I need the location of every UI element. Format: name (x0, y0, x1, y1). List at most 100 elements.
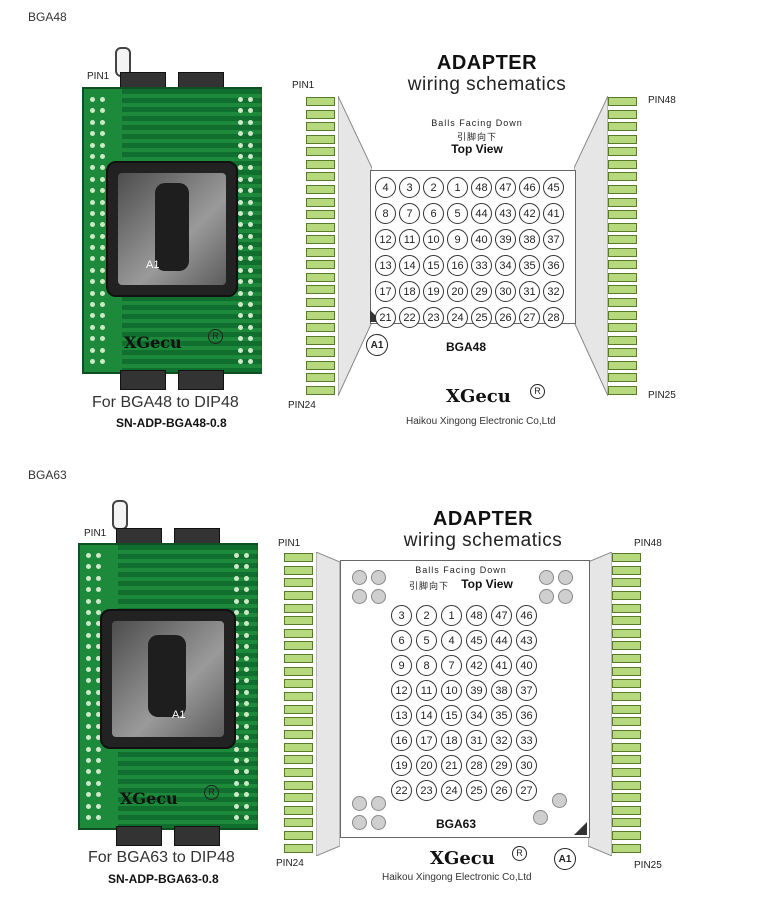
schematic-title: ADAPTER (436, 52, 538, 74)
ball-pin: 47 (495, 177, 516, 198)
ball-pin: 41 (543, 203, 564, 224)
ball-pin: 23 (423, 307, 444, 328)
package-name: BGA63 (436, 817, 477, 831)
ball-pin: 38 (491, 680, 512, 701)
ball-pin: 12 (375, 229, 396, 250)
ball-pin: 40 (471, 229, 492, 250)
ball-pin: 18 (441, 730, 462, 751)
dip-pins-left (306, 97, 335, 395)
board-registered-mark: R (208, 329, 223, 344)
ball-pin: 32 (491, 730, 512, 751)
ball-pin: 13 (391, 705, 412, 726)
ball-pin: 22 (399, 307, 420, 328)
ball-pin: 35 (519, 255, 540, 276)
ball-pin: 30 (495, 281, 516, 302)
ball-pin: 27 (519, 307, 540, 328)
pin25-label: PIN25 (648, 390, 676, 401)
board-a1-label: A1 (172, 709, 186, 721)
ball-pin: 43 (516, 630, 537, 651)
brand-logo: XGecu (446, 386, 511, 407)
ball-pin: 48 (466, 605, 487, 626)
ball-pin: 29 (471, 281, 492, 302)
board-a1-label: A1 (146, 259, 160, 271)
ball-pin: 5 (447, 203, 468, 224)
ball-pin: 17 (416, 730, 437, 751)
ball-pin: 13 (375, 255, 396, 276)
ball-pin: 28 (466, 755, 487, 776)
adapter-model: SN-ADP-BGA48-0.8 (116, 416, 227, 430)
ball-pin: 33 (471, 255, 492, 276)
ball-pin: 31 (519, 281, 540, 302)
ball-pin: 1 (447, 177, 468, 198)
ball-pin: 37 (516, 680, 537, 701)
schematic-subtitle: wiring schematics (407, 74, 567, 95)
pin48-label: PIN48 (648, 95, 676, 106)
registered-mark: R (530, 384, 545, 399)
schematic-title: ADAPTER (432, 508, 534, 530)
board-brand-logo: XGecu (124, 333, 182, 352)
ball-pin: 26 (491, 780, 512, 801)
ball-pin: 38 (519, 229, 540, 250)
ball-pin: 21 (441, 755, 462, 776)
dip-pins-left (284, 553, 313, 853)
ball-pin: 46 (519, 177, 540, 198)
ball-pin: 3 (391, 605, 412, 626)
ball-pin: 48 (471, 177, 492, 198)
pin48-label: PIN48 (634, 538, 662, 549)
package-name: BGA48 (446, 340, 487, 354)
right-fan-out (574, 96, 608, 396)
ball-pin: 32 (543, 281, 564, 302)
left-fan-out (316, 552, 340, 856)
pin24-label: PIN24 (276, 858, 304, 869)
balls-facing-note: Balls Facing Down (415, 565, 507, 575)
header-bottom-left (120, 370, 166, 390)
ball-pin: 4 (375, 177, 396, 198)
pin25-label: PIN25 (634, 860, 662, 871)
ball-pin: 47 (491, 605, 512, 626)
registered-mark: R (512, 846, 527, 861)
ball-pin: 1 (441, 605, 462, 626)
ball-pin: 33 (516, 730, 537, 751)
adapter-caption: For BGA63 to DIP48 (88, 849, 235, 866)
ball-pin: 26 (495, 307, 516, 328)
ball-pin: 25 (466, 780, 487, 801)
pin24-label: PIN24 (288, 400, 316, 411)
adapter-model: SN-ADP-BGA63-0.8 (108, 872, 219, 886)
section-label: BGA48 (28, 10, 67, 24)
ball-pin: 4 (441, 630, 462, 651)
ball-pin: 18 (399, 281, 420, 302)
ball-pin: 44 (471, 203, 492, 224)
ball-pin: 22 (391, 780, 412, 801)
company-name: Haikou Xingong Electronic Co,Ltd (382, 872, 532, 883)
a1-indicator: A1 (366, 334, 388, 356)
ball-pin: 34 (495, 255, 516, 276)
ball-pin: 37 (543, 229, 564, 250)
top-view-label: Top View (451, 142, 503, 156)
ball-pin: 7 (441, 655, 462, 676)
ball-pin: 9 (447, 229, 468, 250)
adapter-board: A1 XGecu R (78, 543, 258, 830)
header-bottom-left (116, 826, 162, 846)
ball-pin: 45 (466, 630, 487, 651)
adapter-caption: For BGA48 to DIP48 (92, 394, 239, 411)
dip-pins-right (612, 553, 641, 853)
company-name: Haikou Xingong Electronic Co,Ltd (406, 416, 556, 427)
ball-pin: 8 (375, 203, 396, 224)
ball-pin: 24 (447, 307, 468, 328)
right-fan-out (588, 552, 612, 856)
ball-pin: 39 (466, 680, 487, 701)
ball-pin: 21 (375, 307, 396, 328)
ball-pin: 28 (543, 307, 564, 328)
ball-pin: 41 (491, 655, 512, 676)
ball-pin: 23 (416, 780, 437, 801)
ball-pin: 31 (466, 730, 487, 751)
bga-socket (100, 609, 236, 749)
ball-pin: 40 (516, 655, 537, 676)
ball-pin: 16 (391, 730, 412, 751)
bga-socket (106, 161, 238, 297)
ball-pin: 17 (375, 281, 396, 302)
ball-pin: 9 (391, 655, 412, 676)
ball-pin: 25 (471, 307, 492, 328)
